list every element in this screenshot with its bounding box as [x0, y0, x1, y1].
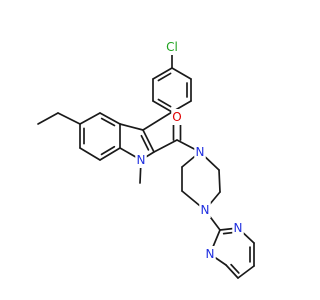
pyrimidine-n1-label: N	[206, 247, 215, 261]
bond	[99, 147, 121, 161]
bond	[79, 112, 101, 125]
molecule-structure-drawing: ClO N N N N N	[37, 39, 255, 279]
ethyl-bond-1	[57, 112, 81, 125]
bond	[152, 67, 173, 80]
double-bond-inner	[230, 263, 240, 274]
oxygen-label-bg	[171, 109, 183, 125]
double-bond-inner	[100, 145, 116, 156]
chlorine-label: Cl	[166, 40, 178, 54]
c2-carbonyl-bond	[153, 139, 178, 153]
bond	[142, 129, 155, 153]
piperazine-n4-label-bg	[199, 202, 211, 218]
oxygen-label: O	[172, 110, 181, 124]
ethyl-bond-2	[37, 112, 59, 125]
bond	[79, 147, 101, 161]
bond	[237, 265, 255, 279]
bond	[218, 169, 221, 193]
double-bond-inner	[140, 134, 150, 151]
pyrimidine-n1-label-bg	[204, 246, 216, 262]
piperazine-n1-label-bg	[194, 144, 206, 160]
indole-nitrogen-label-bg	[135, 152, 147, 168]
aryl-indole-bond	[142, 111, 173, 131]
atom-labels: ClO N N N N N	[135, 39, 244, 262]
bond	[171, 67, 192, 80]
double-bond-inner	[157, 98, 172, 108]
piperazine-n1-label: N	[196, 145, 205, 159]
bond	[99, 112, 121, 125]
double-bond-inner	[100, 117, 116, 127]
bond	[152, 100, 173, 113]
bond	[119, 123, 144, 131]
pyrimidine-n3-label-bg	[232, 220, 244, 236]
indole-nitrogen-label: N	[137, 153, 146, 167]
double-bond-inner	[157, 72, 172, 82]
chlorine-label-bg	[162, 39, 182, 55]
pyrimidine-n3-label: N	[234, 221, 243, 235]
bond	[225, 264, 239, 279]
piperazine-n4-label: N	[201, 203, 210, 217]
